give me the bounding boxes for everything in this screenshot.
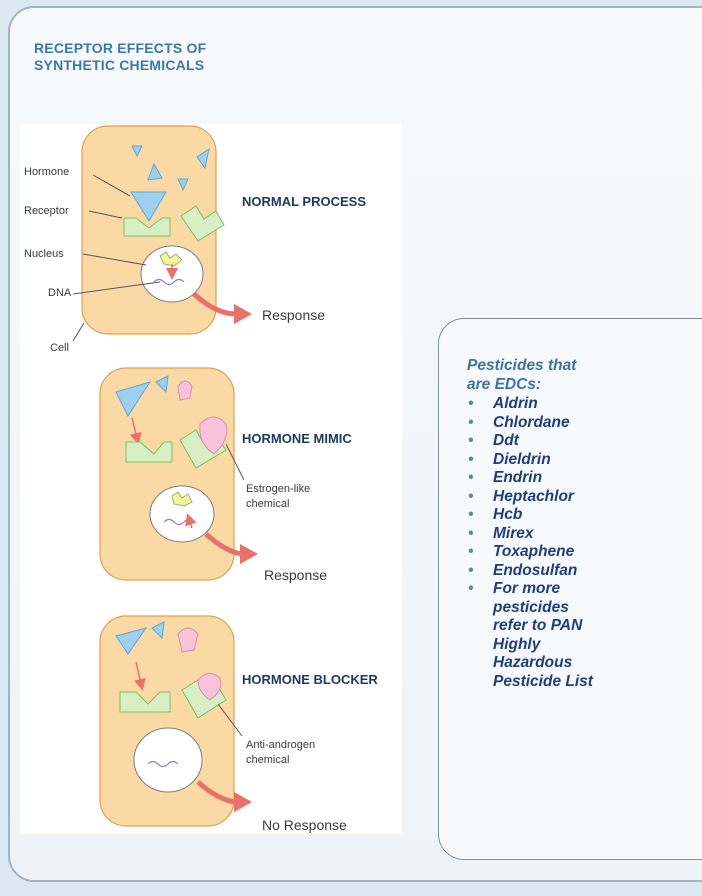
panel-heading-mimic: HORMONE MIMIC — [242, 431, 352, 446]
side-label-line2: chemical — [246, 754, 289, 766]
response-label: Response — [262, 307, 325, 323]
label-dna: DNA — [48, 287, 72, 299]
response-arrowhead — [240, 544, 258, 564]
hormone-blocker-panel: HORMONE BLOCKER Anti-androgen chemical N… — [100, 616, 378, 833]
leader-line — [73, 323, 84, 341]
list-item: Toxaphene — [467, 543, 603, 562]
response-arrowhead — [234, 792, 252, 812]
list-item: Hcb — [467, 506, 603, 525]
response-label: Response — [264, 567, 327, 583]
side-label-line1: Anti-androgen — [246, 739, 315, 751]
list-item: Endrin — [467, 469, 603, 488]
label-nucleus: Nucleus — [24, 248, 64, 260]
list-item: Heptachlor — [467, 488, 603, 507]
list-item: Endosulfan — [467, 562, 603, 581]
list-item-more-info: For more pesticides refer to PAN Highly … — [467, 580, 603, 691]
list-item: Mirex — [467, 525, 603, 544]
list-item: Dieldrin — [467, 451, 603, 470]
nucleus — [150, 486, 214, 542]
side-label-line2: chemical — [246, 498, 289, 510]
label-cell: Cell — [50, 342, 69, 354]
title-line-1: RECEPTOR EFFECTS OF — [34, 40, 206, 57]
label-receptor: Receptor — [24, 205, 69, 217]
label-hormone: Hormone — [24, 166, 69, 178]
side-label-line1: Estrogen-like — [246, 483, 310, 495]
title-line-2: SYNTHETIC CHEMICALS — [34, 57, 206, 74]
no-response-label: No Response — [262, 817, 347, 833]
list-item: Chlordane — [467, 414, 603, 433]
pesticide-list: Aldrin Chlordane Ddt Dieldrin Endrin Hep… — [467, 395, 603, 691]
list-item: Aldrin — [467, 395, 603, 414]
panel-heading-blocker: HORMONE BLOCKER — [242, 672, 378, 687]
list-heading: Pesticides that are EDCs: — [467, 357, 587, 394]
normal-process-panel: Hormone Receptor Nucleus DNA Cell NORMAL… — [24, 126, 366, 354]
response-arrowhead — [234, 304, 252, 324]
figure-title: RECEPTOR EFFECTS OF SYNTHETIC CHEMICALS — [34, 40, 206, 74]
hormone-mimic-panel: HORMONE MIMIC Estrogen-like chemical Res… — [100, 368, 352, 583]
list-item: Ddt — [467, 432, 603, 451]
receptor-diagram: Hormone Receptor Nucleus DNA Cell NORMAL… — [20, 124, 402, 834]
nucleus — [134, 728, 202, 792]
panel-heading-normal: NORMAL PROCESS — [242, 194, 366, 209]
mimic-chemical-icon — [178, 381, 192, 400]
pesticide-list-box: Pesticides that are EDCs: Aldrin Chlorda… — [438, 318, 702, 860]
